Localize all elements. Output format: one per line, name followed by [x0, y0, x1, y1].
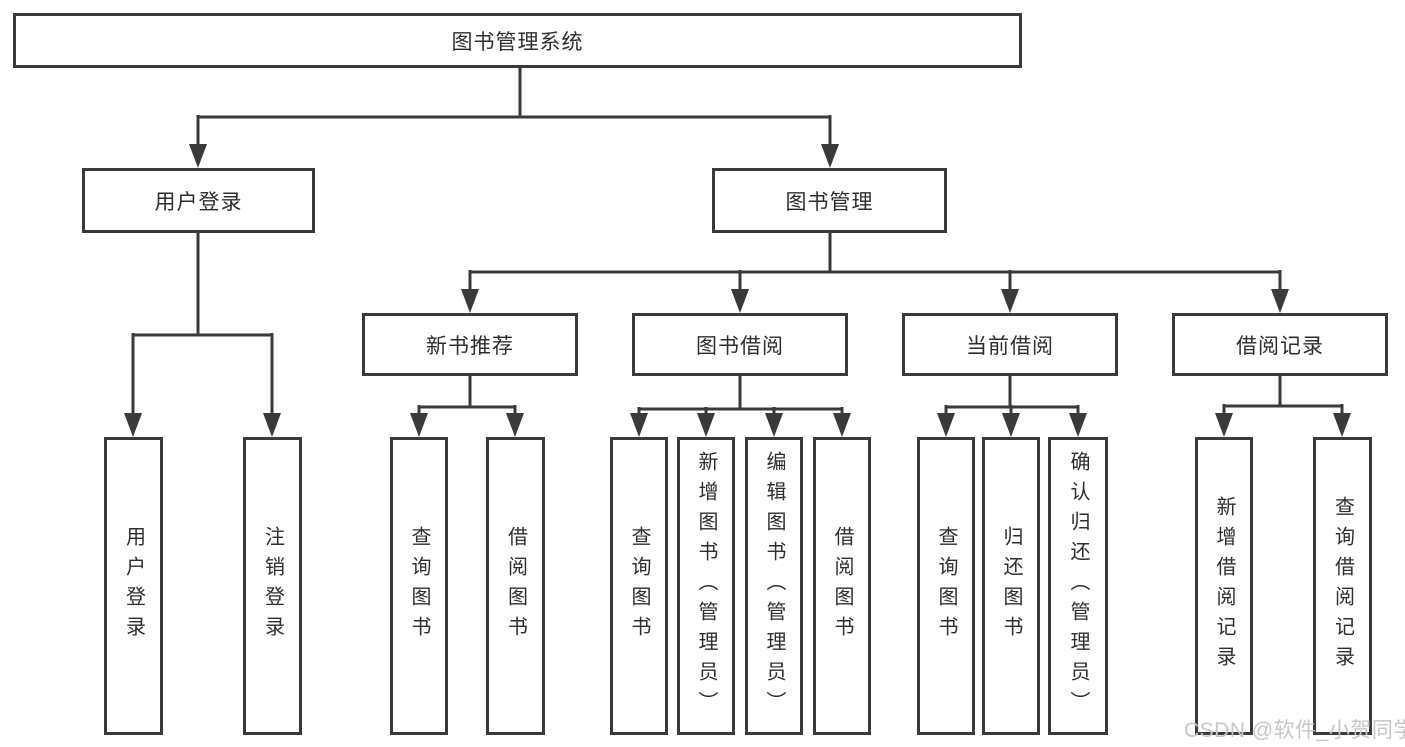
connector-new-book-recommend-to-leaves [410, 375, 524, 437]
leaf-confirm-return-admin: 确认归还（管理员） [1048, 437, 1108, 735]
leaf-current-query-books-label: 查询图书 [935, 526, 957, 646]
connector-book-management-to-level3 [461, 232, 1289, 313]
csdn-watermark: CSDN @软件_小贺同学 [1184, 719, 1405, 742]
node-borrow-records: 借阅记录 [1172, 313, 1388, 376]
leaf-logout-label: 注销登录 [261, 526, 284, 646]
node-current-borrow: 当前借阅 [902, 313, 1118, 376]
leaf-add-book-admin: 新增图书（管理员） [677, 437, 735, 735]
leaf-user-login-label: 用户登录 [122, 526, 145, 646]
connector-book-borrow-to-leaves [630, 375, 851, 437]
leaf-add-borrow-record: 新增借阅记录 [1195, 437, 1253, 735]
node-book-management: 图书管理 [712, 168, 947, 233]
node-user-login: 用户登录 [82, 168, 315, 233]
leaf-edit-book-admin-label: 编辑图书（管理员） [763, 451, 785, 721]
node-book-borrow: 图书借阅 [632, 313, 848, 376]
connector-borrow-records-to-leaves [1215, 375, 1351, 437]
leaf-borrow-query-books: 查询图书 [610, 437, 668, 735]
leaf-borrow-books-label: 借阅图书 [831, 526, 853, 646]
leaf-borrow-query-books-label: 查询图书 [628, 526, 650, 646]
node-library-management-system: 图书管理系统 [13, 13, 1022, 68]
node-new-book-recommend: 新书推荐 [362, 313, 578, 376]
leaf-add-book-admin-label: 新增图书（管理员） [695, 451, 717, 721]
leaf-recommend-borrow-books-label: 借阅图书 [504, 526, 527, 646]
leaf-add-borrow-record-label: 新增借阅记录 [1213, 496, 1235, 676]
leaf-recommend-borrow-books: 借阅图书 [486, 437, 545, 735]
leaf-query-borrow-record: 查询借阅记录 [1313, 437, 1372, 735]
leaf-confirm-return-admin-label: 确认归还（管理员） [1067, 451, 1089, 721]
connector-current-borrow-to-leaves [937, 375, 1087, 437]
leaf-return-book-label: 归还图书 [1000, 526, 1022, 646]
leaf-recommend-query-books: 查询图书 [390, 437, 448, 735]
leaf-query-borrow-record-label: 查询借阅记录 [1331, 496, 1354, 676]
leaf-recommend-query-books-label: 查询图书 [408, 526, 430, 646]
connector-root-to-level2 [189, 66, 839, 168]
leaf-logout: 注销登录 [243, 437, 302, 735]
leaf-edit-book-admin: 编辑图书（管理员） [745, 437, 803, 735]
leaf-user-login: 用户登录 [104, 437, 163, 735]
leaf-return-book: 归还图书 [982, 437, 1040, 735]
leaf-borrow-books: 借阅图书 [813, 437, 871, 735]
leaf-current-query-books: 查询图书 [917, 437, 975, 735]
connector-user-login-to-leaves [124, 232, 281, 437]
